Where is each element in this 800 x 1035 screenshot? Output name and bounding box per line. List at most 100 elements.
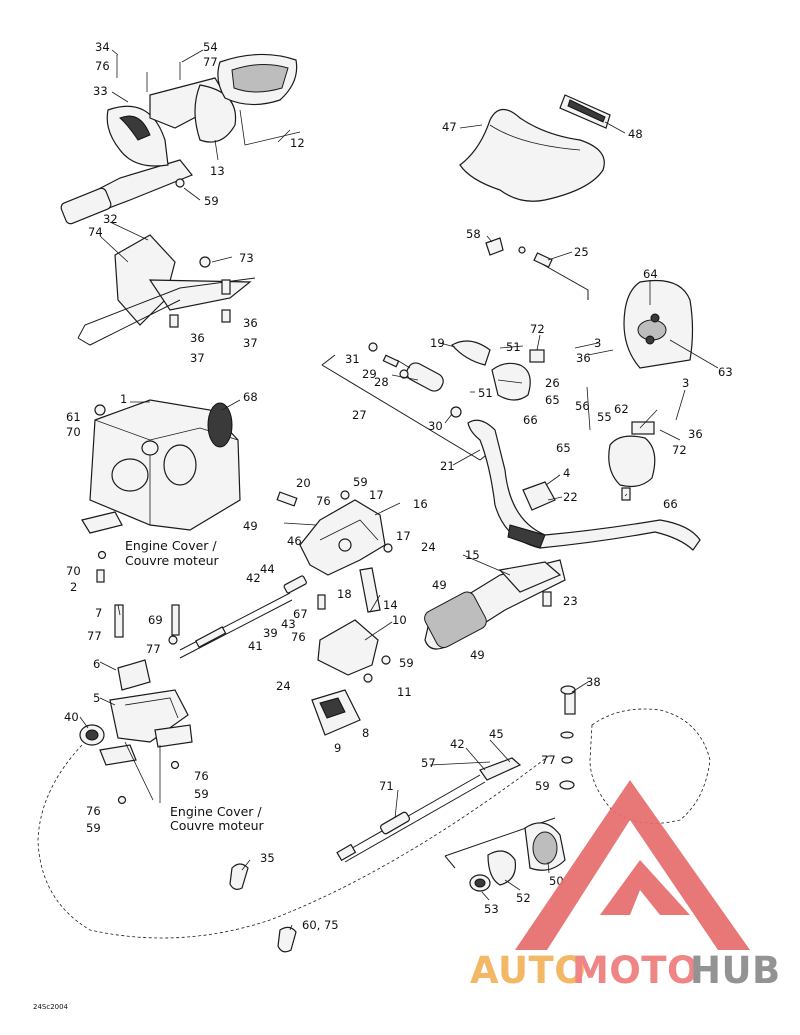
- callout-25: 25: [574, 245, 589, 259]
- callout-63: 63: [718, 365, 733, 379]
- callout-68: 68: [243, 390, 258, 404]
- callout-9: 9: [334, 741, 341, 755]
- callout-36: 36: [243, 316, 258, 330]
- callout-59: 59: [353, 475, 368, 489]
- callout-57: 57: [421, 756, 436, 770]
- callout-77: 77: [541, 753, 556, 767]
- callout-37: 37: [190, 351, 205, 365]
- cushion-47: [459, 108, 605, 202]
- callout-53: 53: [484, 902, 499, 916]
- leader-lines: [79, 49, 719, 931]
- callout-67: 67: [293, 607, 308, 621]
- callout-74: 74: [88, 225, 103, 239]
- engine-cover-note-lower-line1: Engine Cover /: [170, 804, 262, 819]
- callout-47: 47: [442, 120, 457, 134]
- callout-36: 36: [576, 351, 591, 365]
- callout-46: 46: [287, 534, 302, 548]
- callout-29: 29: [362, 367, 377, 381]
- callout-4: 4: [563, 466, 570, 480]
- watermark-logo-inner: [600, 860, 690, 915]
- callout-73: 73: [239, 251, 254, 265]
- watermark-text-hub: HUB: [690, 949, 781, 992]
- parts-artwork: [37, 49, 719, 953]
- callout-17: 17: [369, 488, 384, 502]
- engine-housing-1: [89, 399, 241, 531]
- figure-reference: 24Sc2004: [33, 1003, 69, 1011]
- callout-65: 65: [545, 393, 560, 407]
- callout-30: 30: [428, 419, 443, 433]
- callout-66: 66: [523, 413, 538, 427]
- callout-10: 10: [392, 613, 407, 627]
- callout-21: 21: [440, 459, 455, 473]
- callout-7: 7: [95, 606, 102, 620]
- callout-40: 40: [64, 710, 79, 724]
- callout-41: 41: [248, 639, 263, 653]
- callout-28: 28: [374, 375, 389, 389]
- watermark-text-moto: MOTO: [572, 949, 699, 992]
- callout-16: 16: [413, 497, 428, 511]
- callout-31: 31: [345, 352, 360, 366]
- callout-72: 72: [530, 322, 545, 336]
- callout-36: 36: [688, 427, 703, 441]
- callout-45: 45: [489, 727, 504, 741]
- callout-26: 26: [545, 376, 560, 390]
- callout-51: 51: [506, 340, 521, 354]
- clips: [229, 863, 297, 953]
- callout-42: 42: [246, 571, 261, 585]
- callout-76: 76: [86, 804, 101, 818]
- callout-48: 48: [628, 127, 643, 141]
- callout-77: 77: [87, 629, 102, 643]
- steering-head-assembly: [60, 53, 301, 225]
- callout-66: 66: [663, 497, 678, 511]
- callout-77: 77: [146, 642, 161, 656]
- callout-55: 55: [597, 410, 612, 424]
- callout-70: 70: [66, 425, 81, 439]
- callout-5: 5: [93, 691, 100, 705]
- watermark-logo-mark: [515, 780, 750, 950]
- engine-cover-note-lower-line2: Couvre moteur: [170, 818, 265, 833]
- nozzle-housing: [559, 685, 711, 824]
- bracket-16: [276, 490, 393, 576]
- callout-49: 49: [470, 648, 485, 662]
- cable-71: [336, 757, 522, 863]
- switch-housing: [608, 279, 694, 501]
- link-14: [359, 567, 381, 613]
- callout-17: 17: [396, 529, 411, 543]
- callout-59: 59: [194, 787, 209, 801]
- callout-27: 27: [352, 408, 367, 422]
- callout-59: 59: [535, 779, 550, 793]
- rod-assembly: [179, 575, 307, 659]
- callout-20: 20: [296, 476, 311, 490]
- callout-71: 71: [379, 779, 394, 793]
- callout-49: 49: [432, 578, 447, 592]
- boot-parts: [444, 817, 566, 892]
- callout-39: 39: [263, 626, 278, 640]
- callout-6: 6: [93, 657, 100, 671]
- cable-25: [485, 237, 589, 300]
- callout-35: 35: [260, 851, 275, 865]
- callout-59: 59: [86, 821, 101, 835]
- callout-22: 22: [563, 490, 578, 504]
- callout-43: 43: [281, 617, 296, 631]
- callout-19: 19: [430, 336, 445, 350]
- callout-38: 38: [586, 675, 601, 689]
- callout-3: 3: [682, 376, 689, 390]
- callout-52: 52: [516, 891, 531, 905]
- callout-44: 44: [260, 562, 275, 576]
- callout-37: 37: [243, 336, 258, 350]
- callout-11: 11: [397, 685, 412, 699]
- callout-3: 3: [594, 336, 601, 350]
- callout-76: 76: [291, 630, 306, 644]
- callout-42: 42: [450, 737, 465, 751]
- callout-56: 56: [575, 399, 590, 413]
- callout-34: 34: [95, 40, 110, 54]
- callout-72: 72: [672, 443, 687, 457]
- callout-13: 13: [210, 164, 225, 178]
- callout-14: 14: [383, 598, 398, 612]
- callout-59: 59: [204, 194, 219, 208]
- callout-65: 65: [556, 441, 571, 455]
- callout-64: 64: [643, 267, 658, 281]
- callout-1: 1: [120, 392, 127, 406]
- callout-76: 76: [95, 59, 110, 73]
